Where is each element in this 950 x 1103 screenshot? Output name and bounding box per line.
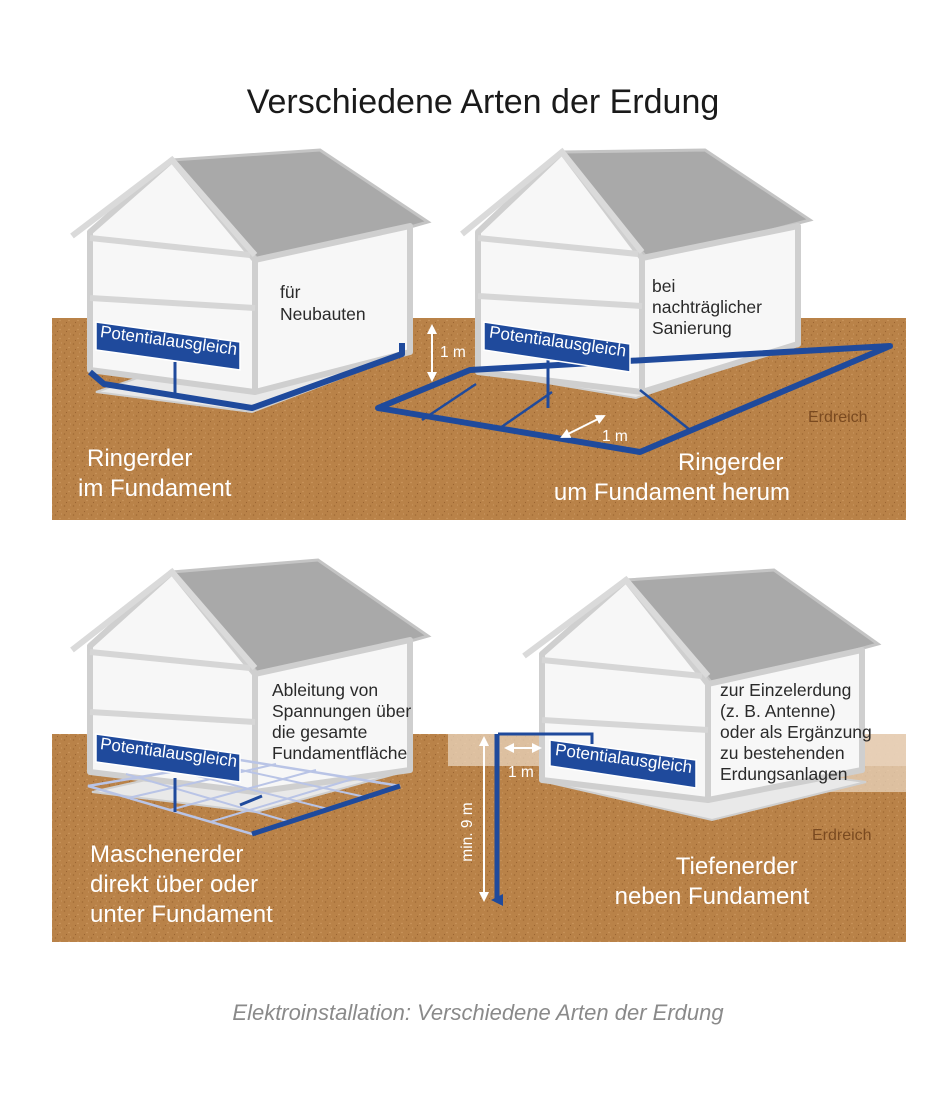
electrode-type-4: Tiefenerder neben Fundament	[615, 853, 810, 910]
panel-tiefenerder: Potentialausgleich 1 m min. 9 m zur Einz…	[459, 568, 882, 910]
figure-caption: Elektroinstallation: Verschiedene Arten …	[232, 1000, 724, 1025]
panel-ringerder-um-fundament: Potentialausgleich 1 m 1 m bei nachträgl…	[375, 147, 893, 506]
ring-electrode-2	[375, 343, 893, 455]
distance-dimension-label-4: 1 m	[508, 764, 534, 781]
soil-label-2: Erdreich	[808, 409, 868, 426]
house-3	[70, 558, 432, 814]
ring-electrode-1	[88, 343, 405, 411]
note-text-4: zur Einzelerdung (z. B. Antenne) oder al…	[720, 680, 877, 784]
distance-dimension-arrow-2	[560, 415, 606, 438]
note-text-2: bei nachträglicher Sanierung	[652, 276, 767, 338]
soil-label-4: Erdreich	[812, 827, 872, 844]
depth-dimension-label-2: 1 m	[440, 344, 466, 361]
page-title: Verschiedene Arten der Erdung	[247, 83, 720, 121]
electrode-type-1: Ringerder im Fundament	[78, 445, 232, 502]
distance-dimension-label-2: 1 m	[602, 428, 628, 445]
potentialausgleich-plate-3: Potentialausgleich	[95, 733, 241, 783]
note-text-3: Ableitung von Spannungen über die gesamt…	[272, 680, 416, 763]
deep-electrode-connector	[498, 732, 594, 744]
electrode-type-2: Ringerder um Fundament herum	[554, 449, 790, 506]
electrode-type-3: Maschenerder direkt über oder unter Fund…	[90, 841, 273, 928]
note-text-1: für Neubauten	[280, 282, 366, 324]
depth-dimension-label-4: min. 9 m	[459, 802, 476, 861]
